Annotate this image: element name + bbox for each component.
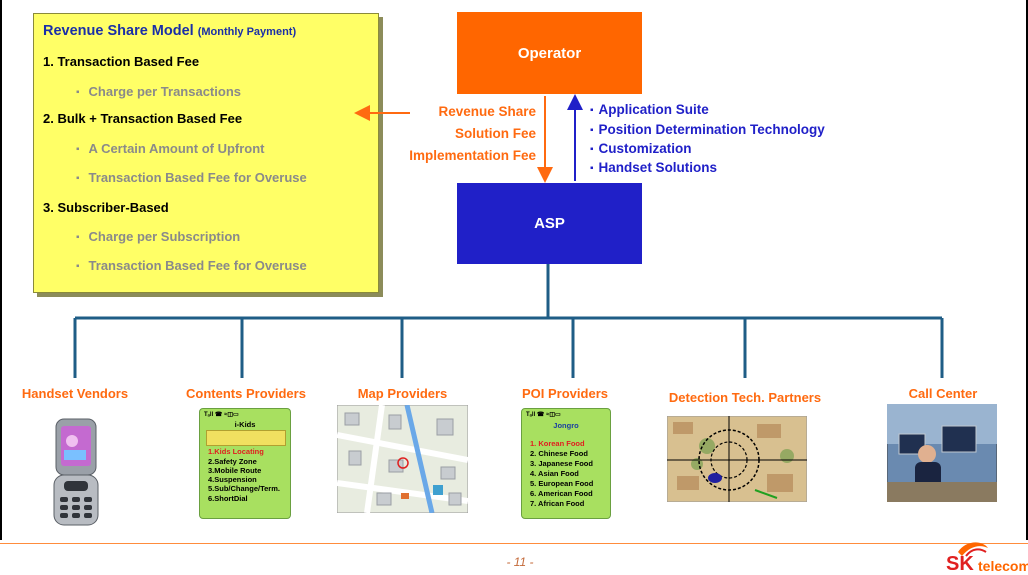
map-image	[337, 405, 468, 513]
model-title: Revenue Share Model (Monthly Payment)	[43, 23, 296, 39]
call-center-image	[887, 404, 997, 502]
ikids-menu-2: 2.Safety Zone	[208, 457, 257, 466]
section-3-heading: 3. Subscriber-Based	[43, 200, 169, 215]
poi-phone-screen: Tₐll ☎ ≈◫▭ Jongro 1. Korean Food 2. Chin…	[521, 408, 611, 519]
ikids-menu-1: 1.Kids Locating	[208, 447, 264, 456]
handset-phone-image	[53, 418, 99, 526]
right-frame-line	[1026, 0, 1028, 540]
service-handset-solutions: Handset Solutions	[590, 160, 718, 175]
poi-menu-6: 6. American Food	[530, 489, 593, 498]
page-number: - 11 -	[506, 555, 534, 569]
model-title-text: Revenue Share Model	[43, 23, 194, 39]
revenue-share-model-box: Revenue Share Model (Monthly Payment) 1.…	[33, 13, 379, 293]
asp-box: ASP	[457, 183, 642, 264]
partner-call-center: Call Center	[908, 386, 978, 401]
logo-suffix: telecom	[978, 558, 1028, 574]
section-2-bullet-2: Transaction Based Fee for Overuse	[76, 170, 307, 185]
fee-revenue-share: Revenue Share	[438, 104, 536, 119]
footer-divider	[0, 543, 1028, 544]
operator-label: Operator	[517, 44, 582, 62]
partner-tree	[73, 264, 944, 378]
poi-menu-4: 4. Asian Food	[530, 469, 579, 478]
section-1-bullet-1: Charge per Transactions	[76, 84, 241, 99]
poi-status-bar: Tₐll ☎ ≈◫▭	[526, 412, 561, 418]
fee-solution: Solution Fee	[455, 126, 536, 141]
service-position-determination: Position Determination Technology	[590, 122, 825, 137]
partner-map-providers: Map Providers	[357, 386, 448, 401]
ikids-banner	[206, 430, 286, 446]
service-customization: Customization	[590, 141, 692, 156]
service-application-suite: Application Suite	[590, 102, 709, 117]
operator-box: Operator	[457, 12, 642, 94]
partner-contents-providers: Contents Providers	[186, 386, 306, 401]
poi-menu-7: 7. African Food	[530, 499, 585, 508]
ikids-status-bar: Tₐll ☎ ≈◫▭	[204, 412, 239, 418]
left-frame-line	[0, 0, 2, 540]
poi-menu-5: 5. European Food	[530, 479, 594, 488]
section-3-bullet-2: Transaction Based Fee for Overuse	[76, 258, 307, 273]
poi-menu-1: 1. Korean Food	[530, 439, 585, 448]
section-1-heading: 1. Transaction Based Fee	[43, 54, 200, 69]
ikids-menu-6: 6.ShortDial	[208, 494, 248, 503]
poi-menu-3: 3. Japanese Food	[530, 459, 593, 468]
poi-menu-2: 2. Chinese Food	[530, 449, 588, 458]
section-3-bullet-1: Charge per Subscription	[76, 229, 241, 244]
logo-swirl-icon	[958, 542, 988, 557]
partner-poi-providers: POI Providers	[522, 386, 608, 401]
ikids-title: i-Kids	[234, 420, 256, 429]
fee-implementation: Implementation Fee	[409, 148, 536, 163]
partner-detection-tech: Detection Tech. Partners	[668, 390, 822, 405]
model-title-note: (Monthly Payment)	[197, 26, 297, 38]
poi-title: Jongro	[553, 421, 579, 430]
section-2-bullet-1: A Certain Amount of Upfront	[76, 141, 265, 156]
partner-handset-vendors: Handset Vendors	[21, 386, 129, 401]
asp-label: ASP	[534, 215, 565, 232]
ikids-menu-3: 3.Mobile Route	[208, 466, 262, 475]
detection-map-image	[667, 416, 807, 502]
logo-brand: SK	[946, 553, 974, 575]
section-2-heading: 2. Bulk + Transaction Based Fee	[43, 111, 243, 126]
ikids-phone-screen: Tₐll ☎ ≈◫▭ i-Kids 1.Kids Locating 2.Safe…	[199, 408, 291, 519]
sk-telecom-logo: SK telecom	[942, 538, 1028, 575]
ikids-menu-5: 5.Sub/Change/Term.	[208, 484, 280, 493]
ikids-menu-4: 4.Suspension	[208, 475, 257, 484]
